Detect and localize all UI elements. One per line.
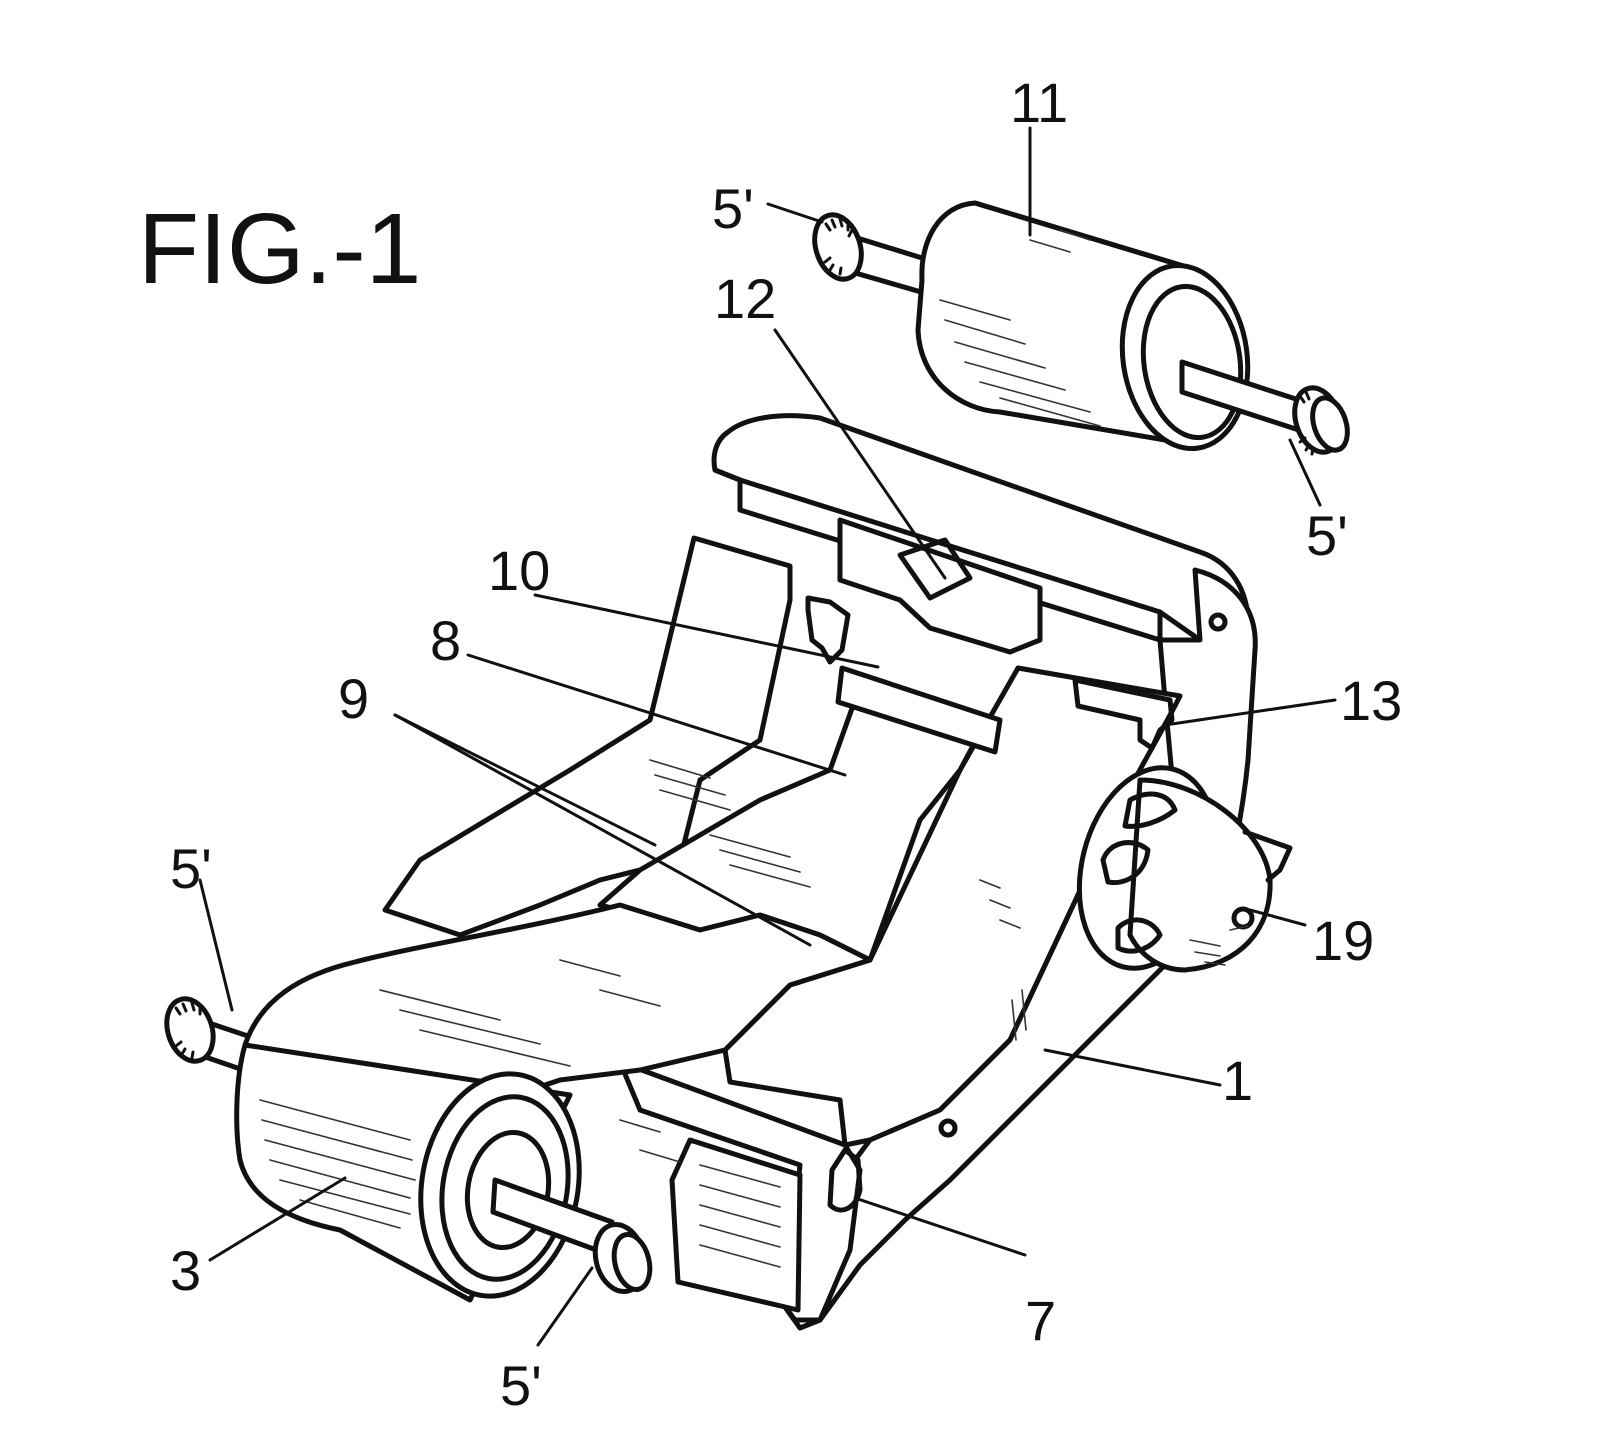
- housing-lid-front: [712, 467, 1163, 643]
- main-roll-right-knob-face: [611, 1232, 653, 1292]
- knob-cutout-bottom: [1115, 917, 1163, 954]
- knob-dome-edge: [1242, 829, 1293, 883]
- leader-10: [533, 593, 880, 669]
- front-cutter-bar: [669, 1137, 803, 1313]
- leader-9b: [393, 713, 812, 947]
- leader-13: [1163, 698, 1337, 727]
- control-knob: [1076, 765, 1293, 973]
- spare-roll-end-face-inner: [1140, 283, 1244, 441]
- leader-19: [1248, 908, 1307, 927]
- leader-9a: [393, 713, 657, 847]
- leader-1: [1043, 1048, 1222, 1087]
- inner-plate: [837, 517, 1043, 655]
- spare-roll: [812, 200, 1350, 456]
- label-3: 3: [170, 1239, 201, 1302]
- spare-roll-body: [915, 200, 1193, 443]
- leader-8: [466, 653, 847, 777]
- reference-labels: 11 5' 12 5' 10 8 9 13 5' 19 1 3 7 5': [170, 71, 1402, 1417]
- label-5-prime-bottom: 5': [500, 1354, 542, 1417]
- spare-roll-left-knob-knurl: [823, 217, 854, 276]
- leader-5b: [1288, 438, 1322, 507]
- main-roll-left-knob-knurl: [174, 1001, 202, 1060]
- leader-3: [208, 1176, 347, 1262]
- knob-cutout-mid: [1100, 840, 1151, 886]
- label-8: 8: [430, 609, 461, 672]
- label-19: 19: [1312, 909, 1374, 972]
- knob-center-pin: [1231, 906, 1255, 930]
- left-guide-plate: [382, 535, 793, 938]
- label-11: 11: [1010, 71, 1068, 134]
- knob-shading: [1189, 925, 1249, 966]
- housing-right-hole: [1208, 612, 1228, 632]
- label-13: 13: [1340, 669, 1402, 732]
- figure-title: FIG.-1: [138, 193, 421, 305]
- label-7: 7: [1025, 1289, 1056, 1352]
- lower-body-hole: [938, 1118, 958, 1138]
- main-roll-shading: [259, 959, 661, 1229]
- label-9: 9: [338, 667, 369, 730]
- spare-roll-top-edge: [972, 200, 1193, 271]
- inner-plate-tab: [897, 537, 973, 601]
- label-5-prime-top-right: 5': [1306, 504, 1348, 567]
- paper-web: [242, 902, 873, 1123]
- leader-5a: [766, 202, 824, 224]
- label-1: 1: [1222, 1049, 1253, 1112]
- knob-cutout-top: [1122, 791, 1178, 829]
- main-roll: [164, 902, 873, 1303]
- housing-shading: [619, 759, 1027, 1268]
- spare-roll-right-knob-face: [1310, 395, 1350, 453]
- label-5-prime-left: 5': [170, 837, 212, 900]
- spare-roll-left-knob: [812, 212, 864, 282]
- main-roll-end-face-mid: [439, 1094, 571, 1282]
- label-12: 12: [714, 267, 776, 330]
- label-5-prime-top-left: 5': [712, 177, 754, 240]
- leader-12: [773, 328, 947, 580]
- spare-roll-shading: [939, 229, 1101, 427]
- housing-lid: [711, 413, 1251, 643]
- left-hook: [805, 595, 851, 665]
- spare-roll-right-knob-knurl: [1298, 390, 1315, 456]
- leader-7: [853, 1196, 1027, 1257]
- leader-lines: [198, 126, 1337, 1347]
- leader-5d: [536, 1266, 594, 1347]
- transverse-roller: [835, 665, 1003, 755]
- front-notch-7: [827, 1147, 863, 1213]
- label-10: 10: [488, 539, 550, 602]
- leader-5c: [198, 878, 234, 1012]
- hook-13: [1072, 677, 1175, 751]
